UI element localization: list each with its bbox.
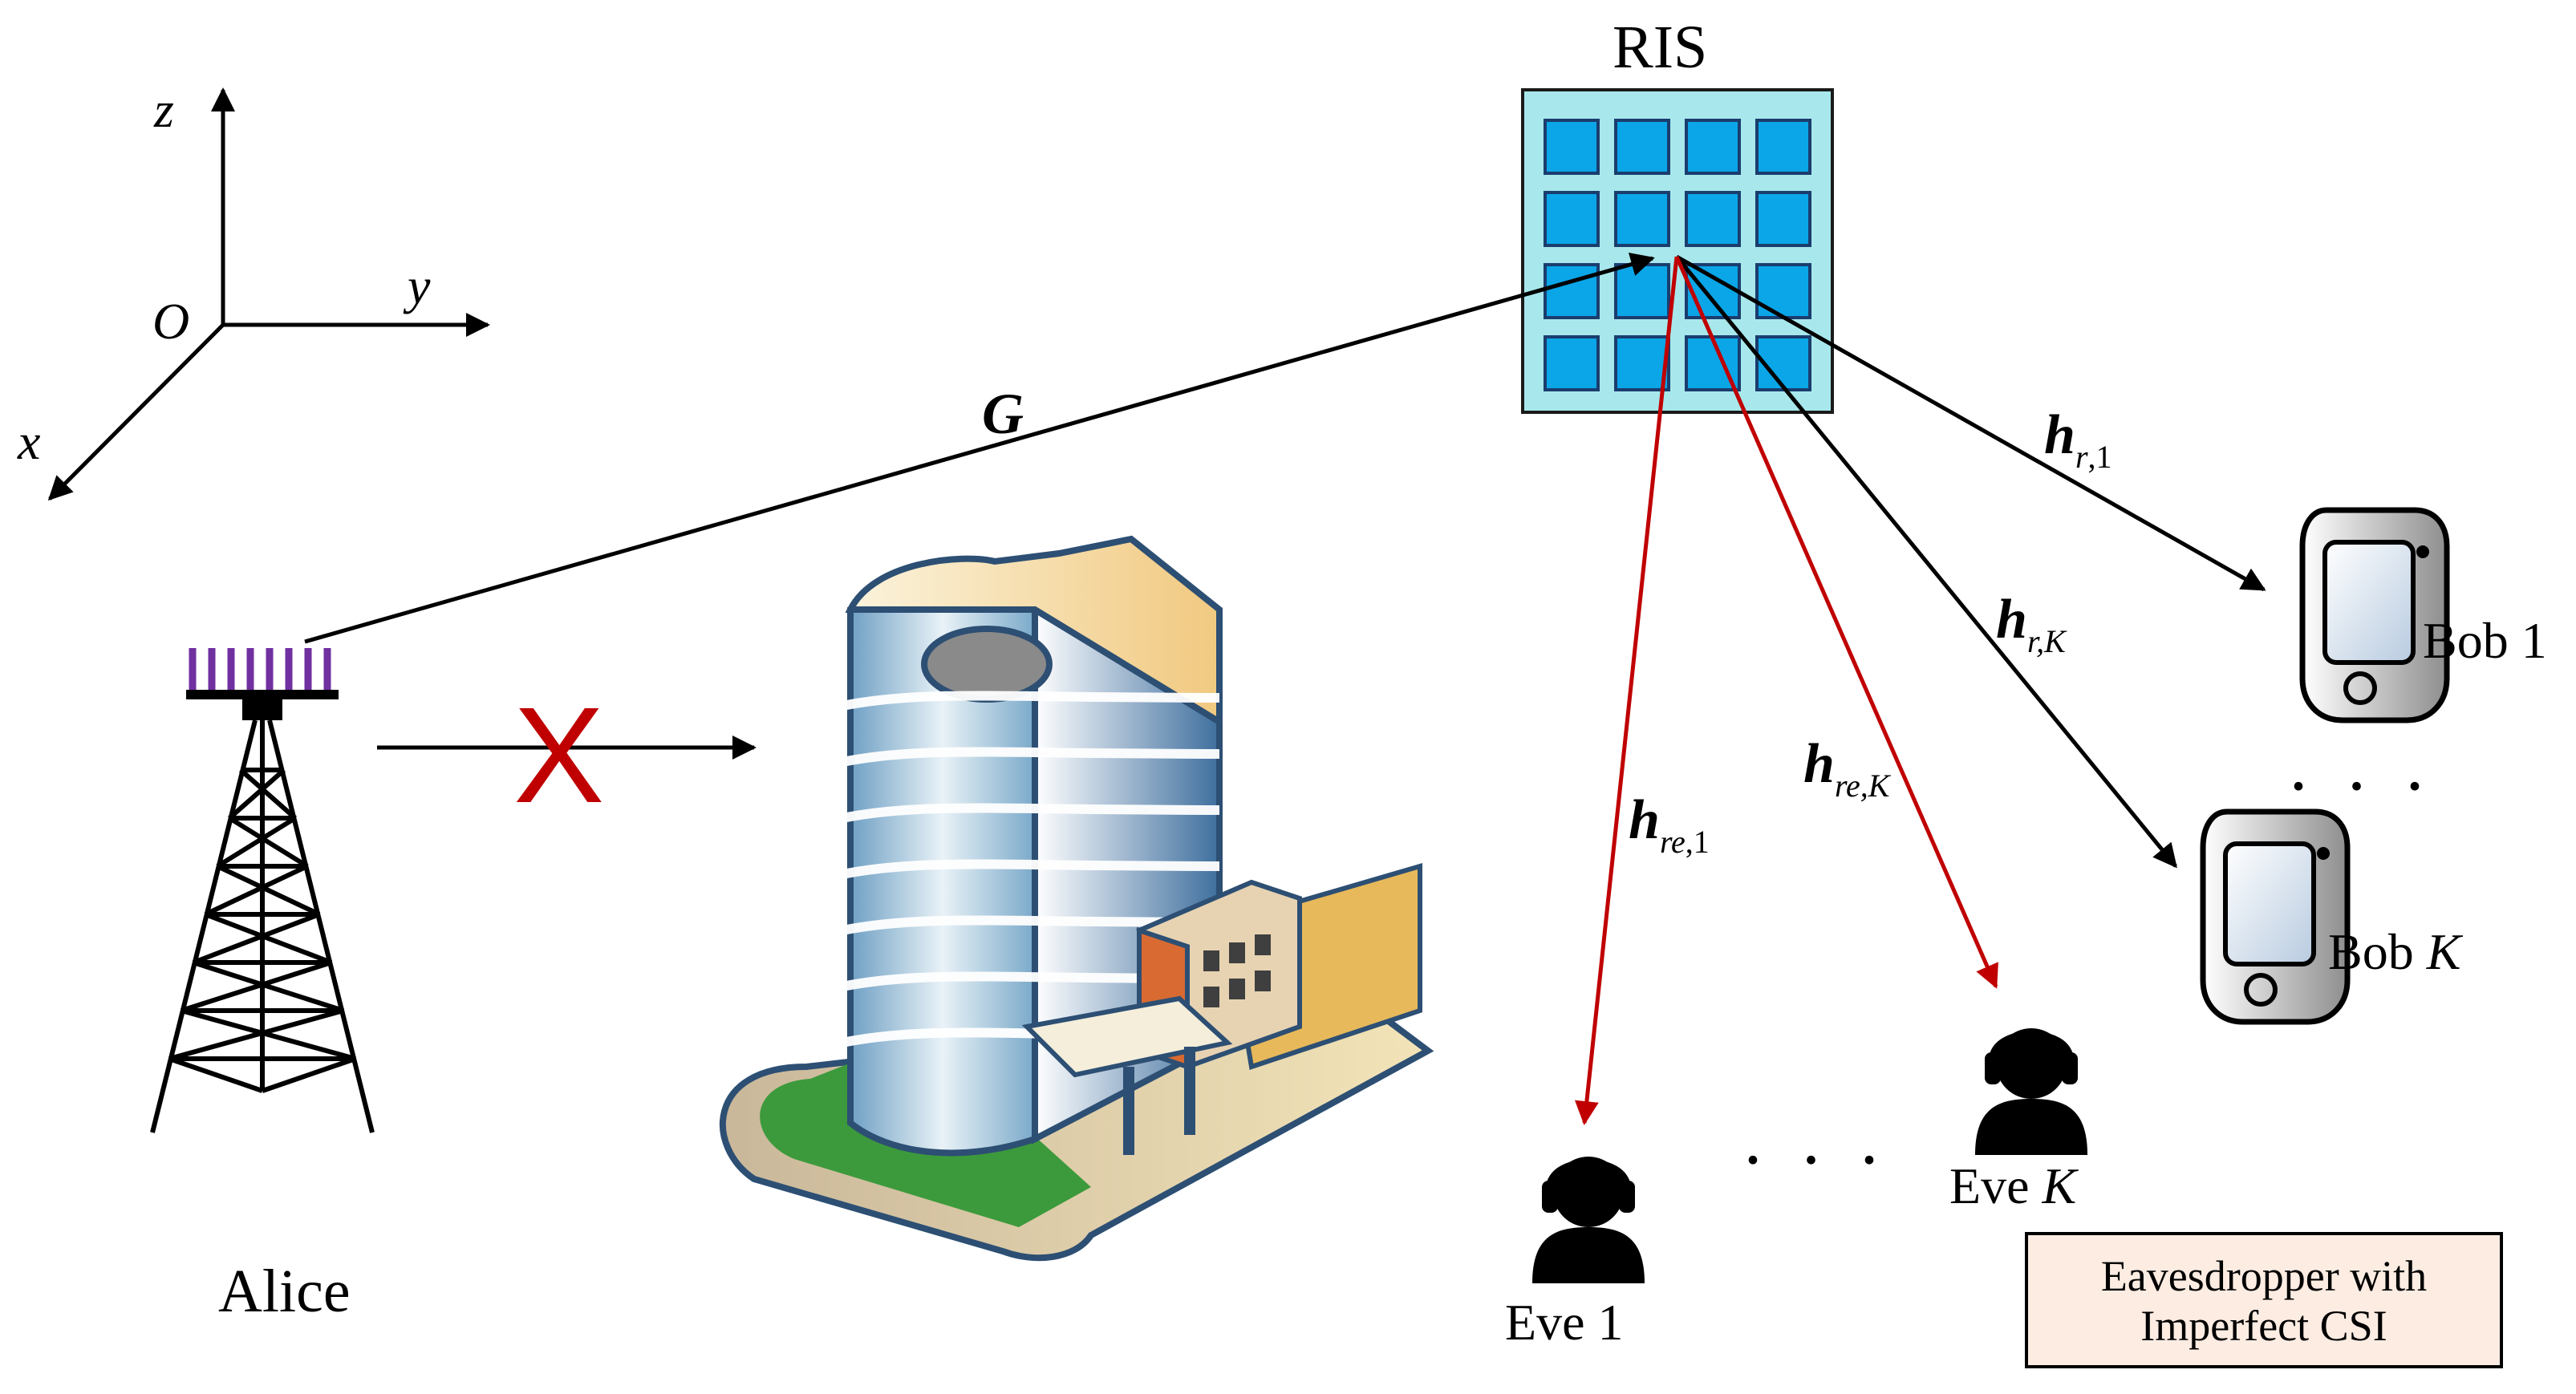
alice-tower: Alice (150, 648, 375, 1325)
link-h-reK (1674, 255, 1998, 989)
ris-element (1544, 263, 1600, 319)
ris-element (1685, 119, 1741, 175)
alice-label: Alice (218, 1258, 351, 1325)
ris-element (1755, 335, 1811, 391)
link-h-rK (1675, 255, 2177, 869)
ris-element (1685, 191, 1741, 247)
channel-label-h-rK: hr,K (1996, 589, 2067, 659)
ris-panel: RIS (1521, 14, 1834, 414)
ris-element (1755, 263, 1811, 319)
eve-ellipsis: · · · (1741, 1120, 1889, 1200)
channel-label-h-reK: hre,K (1803, 733, 1892, 804)
bob-k-label: Bob K (2328, 923, 2464, 980)
eavesdropper-note-box: Eavesdropper with Imperfect CSI (2025, 1232, 2503, 1368)
eve-k-icon (1975, 1028, 2087, 1155)
eve-1-label: Eve 1 (1505, 1294, 1624, 1351)
ris-element-grid (1544, 119, 1811, 391)
blocked-x-marker: X (513, 679, 604, 832)
eve-1-icon (1532, 1157, 1645, 1283)
x-axis-label: x (17, 413, 40, 470)
antenna-array (189, 648, 331, 691)
coordinate-axes: z y x O (17, 81, 490, 501)
bob-k-phone (2200, 808, 2351, 1025)
ris-label: RIS (1613, 14, 1707, 81)
ris-element (1755, 191, 1811, 247)
ris-element (1614, 263, 1670, 319)
z-axis-label: z (153, 81, 174, 138)
ris-element (1544, 335, 1600, 391)
x-axis (47, 323, 225, 501)
bob-1-label: Bob 1 (2423, 612, 2547, 669)
y-axis-label: y (403, 257, 431, 314)
ris-element (1755, 119, 1811, 175)
note-line-1: Eavesdropper with (2100, 1252, 2428, 1300)
ris-element (1685, 263, 1741, 319)
link-G (304, 252, 1655, 644)
ris-element (1614, 191, 1670, 247)
link-h-r1 (1675, 254, 2266, 592)
bob-1-phone (2299, 507, 2450, 723)
ris-element (1614, 335, 1670, 391)
channel-label-h-r1: hr,1 (2044, 404, 2112, 475)
channel-label-h-re1: hre,1 (1629, 789, 1710, 860)
blocked-direct-link: X (377, 679, 757, 832)
ris-element (1544, 119, 1600, 175)
origin-label: O (152, 293, 189, 350)
note-line-2: Imperfect CSI (2140, 1302, 2387, 1350)
bob-ellipsis: · · · (2286, 747, 2435, 826)
ris-element (1544, 191, 1600, 247)
building-obstacle (720, 535, 1434, 1262)
eve-k-label: Eve K (1949, 1157, 2079, 1214)
ris-element (1614, 119, 1670, 175)
channel-label-G: G (982, 382, 1024, 446)
channel-links (304, 252, 2266, 1125)
link-h-re1 (1574, 256, 1679, 1125)
